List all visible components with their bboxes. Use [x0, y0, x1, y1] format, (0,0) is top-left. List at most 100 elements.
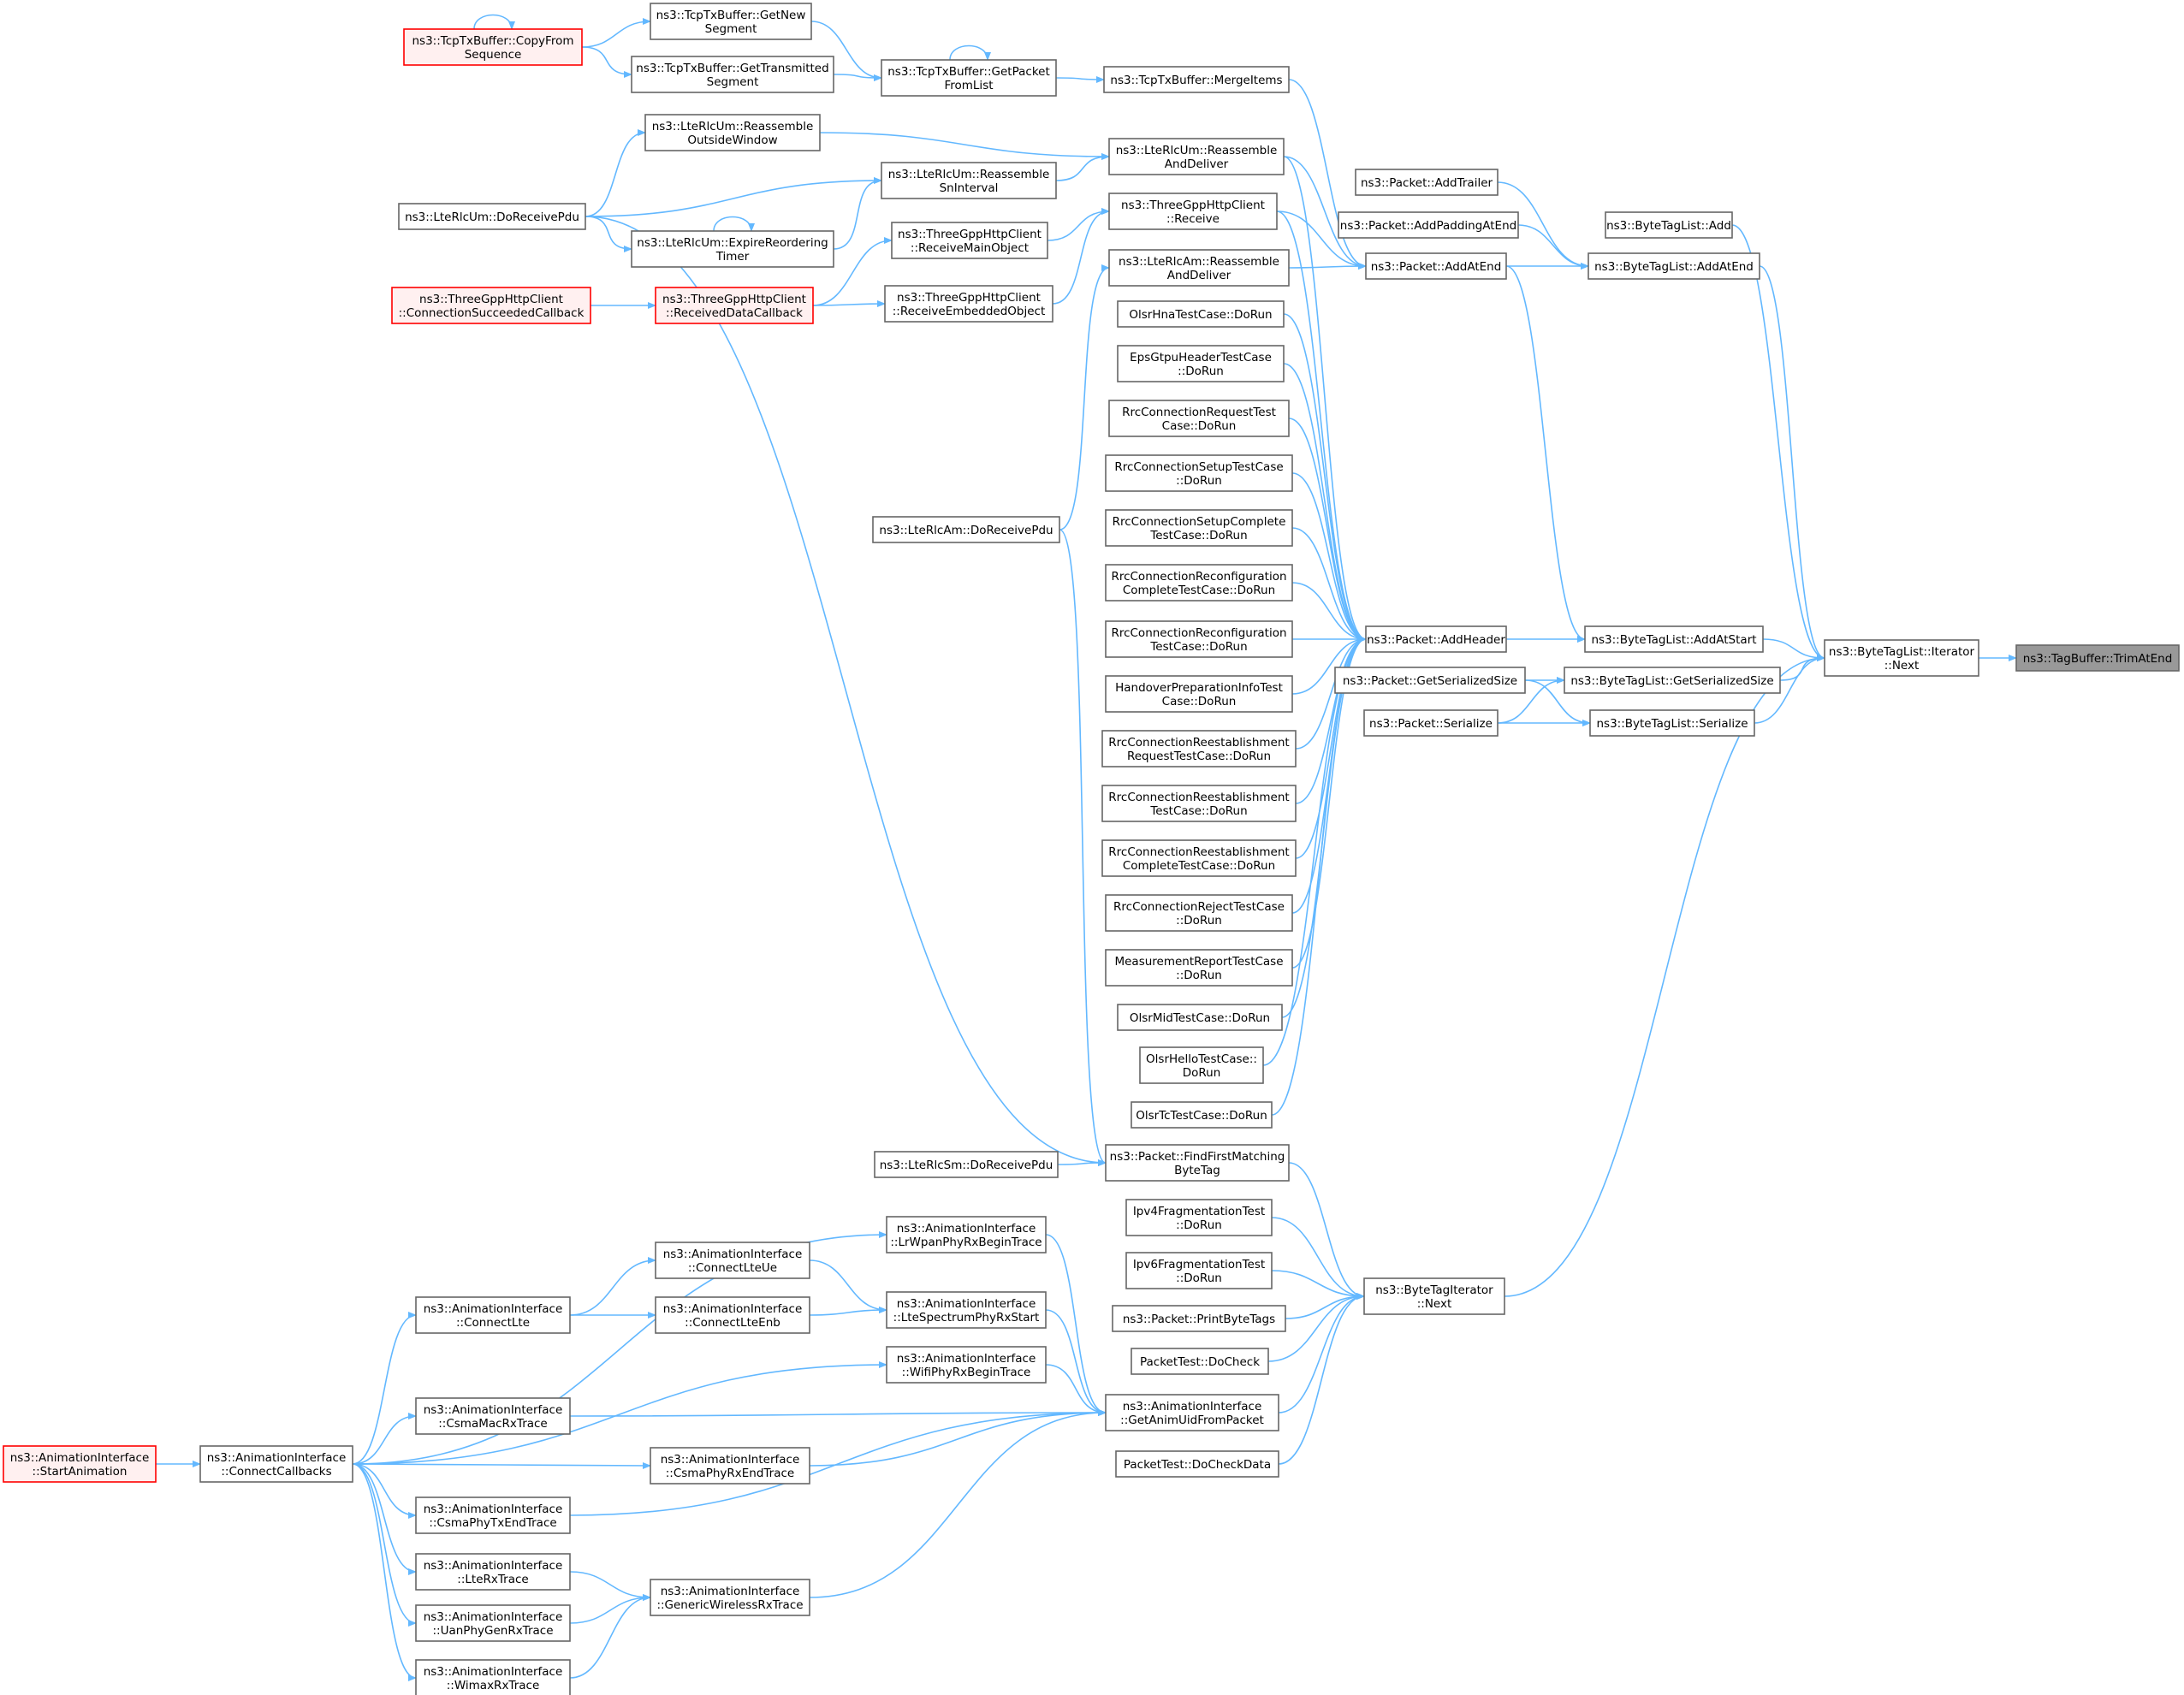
node-box[interactable] — [1117, 345, 1285, 382]
node-box[interactable] — [1108, 249, 1290, 287]
node-box[interactable] — [1131, 1101, 1273, 1129]
node-box[interactable] — [655, 1242, 810, 1279]
node-box[interactable] — [2015, 644, 2180, 672]
node-box[interactable] — [1117, 1004, 1283, 1031]
node-box[interactable] — [1131, 1348, 1269, 1375]
node-n45[interactable]: ns3::ByteTagList::Serialize — [1589, 709, 1755, 737]
node-n62[interactable]: ns3::AnimationInterface::GenericWireless… — [650, 1579, 810, 1616]
node-box[interactable] — [3, 1445, 157, 1483]
node-n50[interactable]: Ipv4FragmentationTest::DoRun — [1125, 1199, 1273, 1236]
node-n25[interactable]: ns3::ByteTagList::AddAtStart — [1584, 625, 1764, 653]
node-box[interactable] — [1105, 1394, 1279, 1431]
node-box[interactable] — [874, 1151, 1059, 1178]
node-box[interactable] — [1105, 1144, 1290, 1182]
node-n22[interactable]: ns3::ThreeGppHttpClient::ReceivedDataCal… — [655, 287, 814, 324]
node-n49[interactable]: ns3::LteRlcSm::DoReceivePdu — [874, 1151, 1059, 1178]
node-box[interactable] — [886, 1216, 1047, 1253]
node-n47[interactable]: ns3::ByteTagIterator::Next — [1363, 1277, 1505, 1315]
node-n43[interactable]: ns3::ByteTagList::GetSerializedSize — [1564, 667, 1781, 694]
node-n24[interactable]: ns3::LteRlcAm::DoReceivePdu — [872, 516, 1060, 543]
node-box[interactable] — [415, 1397, 571, 1435]
node-box[interactable] — [886, 1291, 1047, 1329]
node-box[interactable] — [1589, 709, 1755, 737]
node-n44[interactable]: ns3::Packet::GetSerializedSize — [1334, 667, 1526, 694]
node-n68[interactable]: ns3::AnimationInterface::WimaxRxTrace — [415, 1659, 571, 1695]
node-box[interactable] — [884, 285, 1053, 323]
node-n4[interactable]: ns3::ByteTagList::AddAtEnd — [1588, 252, 1760, 280]
node-box[interactable] — [1101, 839, 1297, 877]
node-box[interactable] — [403, 28, 583, 66]
node-box[interactable] — [644, 114, 821, 151]
node-box[interactable] — [891, 222, 1048, 259]
node-n65[interactable]: ns3::AnimationInterface::ConnectLte — [415, 1296, 571, 1334]
node-n51[interactable]: Ipv6FragmentationTest::DoRun — [1125, 1252, 1273, 1289]
node-box[interactable] — [1105, 564, 1293, 602]
node-n63[interactable]: ns3::AnimationInterface::ConnectLteUe — [655, 1242, 810, 1279]
node-box[interactable] — [1101, 730, 1297, 767]
node-box[interactable] — [199, 1445, 353, 1483]
node-n46[interactable]: ns3::Packet::Serialize — [1363, 709, 1499, 737]
node-box[interactable] — [1115, 1450, 1279, 1478]
node-box[interactable] — [1112, 1305, 1286, 1332]
node-box[interactable] — [1334, 667, 1526, 694]
node-n70[interactable]: ns3::AnimationInterface::StartAnimation — [3, 1445, 157, 1483]
node-box[interactable] — [415, 1496, 571, 1534]
node-box[interactable] — [631, 56, 834, 93]
node-n33[interactable]: RrcConnectionReconfigurationTestCase::Do… — [1105, 620, 1293, 658]
node-box[interactable] — [1105, 949, 1293, 987]
node-n23[interactable]: ns3::ThreeGppHttpClient::ConnectionSucce… — [391, 287, 591, 324]
node-n8[interactable]: ns3::TcpTxBuffer::MergeItems — [1103, 66, 1290, 93]
node-n20[interactable]: ns3::ThreeGppHttpClient::ReceiveMainObje… — [891, 222, 1048, 259]
node-box[interactable] — [1108, 193, 1278, 230]
node-box[interactable] — [655, 287, 814, 324]
node-box[interactable] — [415, 1659, 571, 1695]
node-n21[interactable]: ns3::ThreeGppHttpClient::ReceiveEmbedded… — [884, 285, 1053, 323]
node-n56[interactable]: ns3::AnimationInterface::LrWpanPhyRxBegi… — [886, 1216, 1047, 1253]
node-n19[interactable]: ns3::LteRlcUm::DoReceivePdu — [398, 203, 586, 230]
node-n52[interactable]: ns3::Packet::PrintByteTags — [1112, 1305, 1286, 1332]
node-n69[interactable]: ns3::AnimationInterface::ConnectCallback… — [199, 1445, 353, 1483]
node-n35[interactable]: RrcConnectionReestablishmentRequestTestC… — [1101, 730, 1297, 767]
node-box[interactable] — [1105, 894, 1293, 932]
node-box[interactable] — [415, 1604, 571, 1642]
node-n27[interactable]: OlsrHnaTestCase::DoRun — [1117, 300, 1285, 328]
node-n5[interactable]: ns3::Packet::AddTrailer — [1355, 169, 1499, 196]
node-box[interactable] — [1101, 785, 1297, 822]
node-n37[interactable]: RrcConnectionReestablishmentCompleteTest… — [1101, 839, 1297, 877]
node-box[interactable] — [1105, 675, 1293, 713]
node-n30[interactable]: RrcConnectionSetupTestCase::DoRun — [1105, 454, 1293, 492]
node-box[interactable] — [1105, 620, 1293, 658]
node-box[interactable] — [1365, 625, 1507, 653]
node-box[interactable] — [1365, 252, 1507, 280]
node-box[interactable] — [650, 1579, 810, 1616]
node-n7[interactable]: ns3::Packet::AddAtEnd — [1365, 252, 1507, 280]
node-n42[interactable]: OlsrTcTestCase::DoRun — [1131, 1101, 1273, 1129]
node-n55[interactable]: PacketTest::DoCheckData — [1115, 1450, 1279, 1478]
node-n31[interactable]: RrcConnectionSetupCompleteTestCase::DoRu… — [1105, 509, 1293, 547]
node-n41[interactable]: OlsrHelloTestCase::DoRun — [1139, 1046, 1264, 1084]
node-box[interactable] — [1355, 169, 1499, 196]
node-n40[interactable]: OlsrMidTestCase::DoRun — [1117, 1004, 1283, 1031]
node-box[interactable] — [881, 59, 1057, 97]
node-n6[interactable]: ns3::Packet::AddPaddingAtEnd — [1338, 211, 1519, 239]
node-n28[interactable]: EpsGtpuHeaderTestCase::DoRun — [1117, 345, 1285, 382]
node-n2[interactable]: ns3::ByteTagList::Iterator::Next — [1824, 639, 1979, 677]
node-n39[interactable]: MeasurementReportTestCase::DoRun — [1105, 949, 1293, 987]
node-box[interactable] — [1588, 252, 1760, 280]
node-n60[interactable]: ns3::AnimationInterface::CsmaPhyRxEndTra… — [650, 1447, 810, 1485]
node-box[interactable] — [872, 516, 1060, 543]
node-n58[interactable]: ns3::AnimationInterface::WifiPhyRxBeginT… — [886, 1346, 1047, 1384]
node-box[interactable] — [1363, 1277, 1505, 1315]
node-n1[interactable]: ns3::TagBuffer::TrimAtEnd — [2015, 644, 2180, 672]
node-box[interactable] — [1103, 66, 1290, 93]
node-box[interactable] — [886, 1346, 1047, 1384]
node-n57[interactable]: ns3::AnimationInterface::LteSpectrumPhyR… — [886, 1291, 1047, 1329]
node-n53[interactable]: PacketTest::DoCheck — [1131, 1348, 1269, 1375]
